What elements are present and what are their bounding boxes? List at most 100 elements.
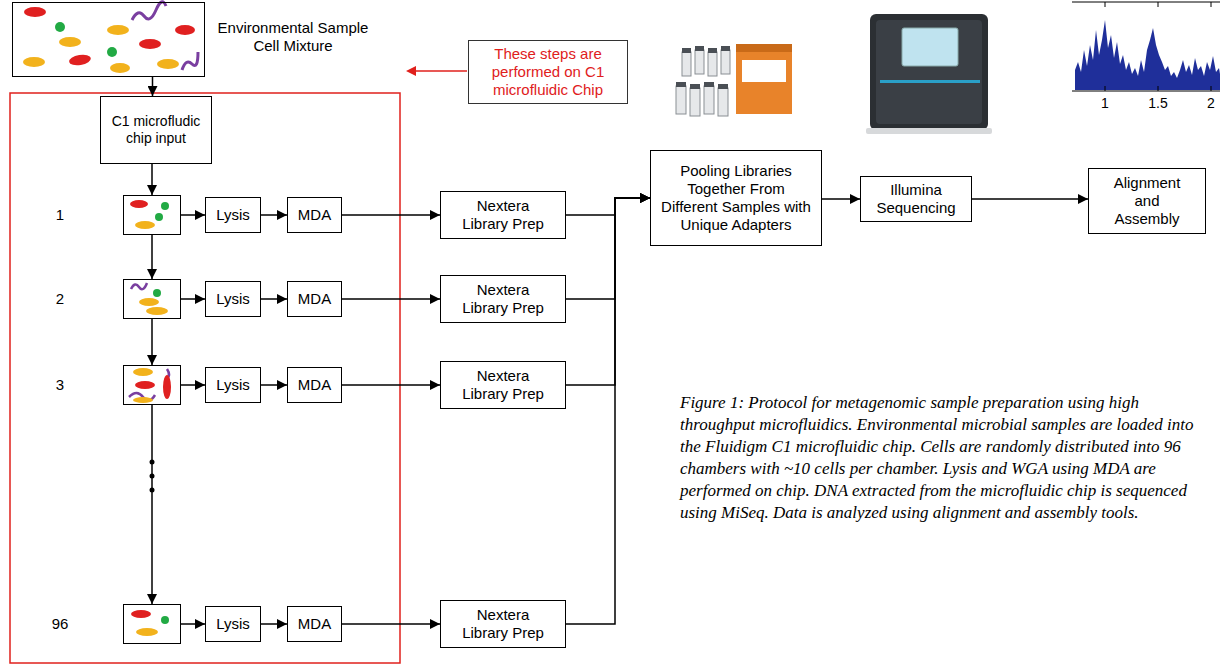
- reagent-kit-image-part-part: [718, 88, 728, 116]
- node-label: MDA: [291, 206, 338, 224]
- chamber-box: 3: [123, 365, 181, 405]
- chamber-cells-part: [139, 298, 159, 306]
- flow-arrow: [152, 77, 154, 96]
- node-text-holder: MDA: [288, 206, 341, 224]
- sample-cells-part: [132, 2, 166, 20]
- reagent-kit-image-part-part: [721, 46, 730, 51]
- node-text-holder: Alignment and Assembly: [1089, 174, 1205, 228]
- node-label: These steps are performed on C1 microflu…: [477, 45, 619, 99]
- sample-cells: [23, 2, 198, 73]
- chamber-box: 2: [123, 279, 181, 319]
- node-text-holder: Lysis: [206, 290, 260, 308]
- process-box: MDA: [287, 197, 342, 233]
- reagent-kit-image-part: [676, 50, 730, 116]
- axis-tick-label: 1.5: [1148, 95, 1167, 111]
- chamber-cells-part: [133, 368, 153, 376]
- process-box: Lysis: [205, 197, 261, 233]
- flow-arrow: [151, 405, 153, 604]
- flow-arrow: [261, 623, 287, 625]
- flow-arrow: [822, 198, 860, 200]
- flow-arrow: [342, 298, 440, 300]
- node-text-holder: Lysis: [206, 376, 260, 394]
- coverage-histogram-part: [1072, 91, 1220, 92]
- sequencer-image-part: [880, 80, 980, 83]
- node-label: Nextera Library Prep: [455, 606, 551, 642]
- flow-arrow: [261, 384, 287, 386]
- node-heading: 96: [48, 615, 72, 633]
- node-label: Lysis: [209, 206, 257, 224]
- callout-pointer-part: [406, 66, 416, 76]
- process-box: Pooling Libraries Together From Differen…: [650, 150, 822, 246]
- reagent-kit-image-part-part: [704, 82, 714, 87]
- sample-cells-part: [23, 57, 45, 67]
- flow-arrow: [151, 164, 153, 195]
- flow-arrow: [151, 319, 153, 365]
- node-label: MDA: [291, 290, 338, 308]
- flow-arrow: [342, 214, 440, 216]
- process-box: Lysis: [205, 606, 261, 642]
- sample-box: Environmental Sample Cell Mixture: [12, 2, 205, 77]
- node-label: Lysis: [209, 615, 257, 633]
- flow-arrow: [261, 298, 287, 300]
- chamber-box: 1: [123, 195, 181, 235]
- coverage-histogram-part: [1105, 86, 1106, 91]
- flow-arrow: [972, 198, 1088, 200]
- chamber-cells-part: [135, 381, 155, 389]
- node-label: C1 microfludic chip input: [105, 113, 207, 147]
- flow-arrow: [181, 384, 205, 386]
- flow-arrow: [566, 198, 650, 299]
- flow-arrow: [566, 198, 650, 624]
- node-heading: 2: [48, 290, 72, 308]
- process-box: Nextera Library Prep: [440, 600, 566, 648]
- sample-cells-part: [107, 47, 117, 57]
- reagent-kit-image-part-part: [721, 50, 730, 74]
- callout-pointer-part: [414, 70, 467, 72]
- node-label: Lysis: [209, 290, 257, 308]
- figure-caption: Figure 1: Protocol for metagenomic sampl…: [680, 392, 1216, 524]
- flow-arrow: [181, 298, 205, 300]
- node-text-holder: Nextera Library Prep: [441, 367, 565, 403]
- chip-region: [10, 93, 400, 663]
- sequencer-image: [866, 14, 992, 134]
- process-box: Nextera Library Prep: [440, 361, 566, 409]
- node-text-holder: Nextera Library Prep: [441, 281, 565, 317]
- sample-cells-part: [157, 59, 179, 69]
- node-label: Pooling Libraries Together From Differen…: [657, 162, 815, 234]
- reagent-kit-image-part-part: [708, 52, 717, 76]
- callout-pointer: [406, 66, 467, 76]
- node-label: Illumina Sequencing: [869, 181, 963, 217]
- node-text-holder: Lysis: [206, 615, 260, 633]
- sample-cells-part: [24, 7, 46, 17]
- reagent-kit-image-part-part: [690, 84, 700, 89]
- node-text-holder: MDA: [288, 376, 341, 394]
- chamber-cells-part: [135, 221, 155, 229]
- flow-arrow: [181, 623, 205, 625]
- chamber-cells: [131, 283, 168, 315]
- sample-cells-part: [182, 52, 198, 70]
- node-heading: 1: [48, 206, 72, 224]
- axis-tick-label: 2: [1207, 95, 1215, 111]
- process-box: MDA: [287, 606, 342, 642]
- coverage-histogram-part: [1158, 86, 1159, 91]
- process-box: Nextera Library Prep: [440, 275, 566, 323]
- process-box: MDA: [287, 281, 342, 317]
- node-label: Lysis: [209, 376, 257, 394]
- flow-arrow: [151, 235, 153, 279]
- sample-cells-part: [68, 53, 91, 67]
- sample-cells-part: [59, 37, 81, 47]
- process-box: Lysis: [205, 367, 261, 403]
- flow-arrow: [566, 198, 650, 385]
- flow-arrow: [566, 198, 650, 215]
- node-text-holder: Nextera Library Prep: [441, 197, 565, 233]
- chamber-box: 96: [123, 604, 181, 644]
- process-box: Lysis: [205, 281, 261, 317]
- sample-cells-part: [110, 63, 130, 73]
- chamber-cells-part: [161, 202, 169, 210]
- reagent-kit-image-part-part: [718, 84, 728, 89]
- reagent-kit-image-part: [736, 44, 792, 52]
- coverage-histogram: [1072, 2, 1220, 91]
- chamber-cells: [131, 610, 169, 636]
- flow-arrow: [181, 214, 205, 216]
- reagent-kit-image-part-part: [676, 86, 686, 114]
